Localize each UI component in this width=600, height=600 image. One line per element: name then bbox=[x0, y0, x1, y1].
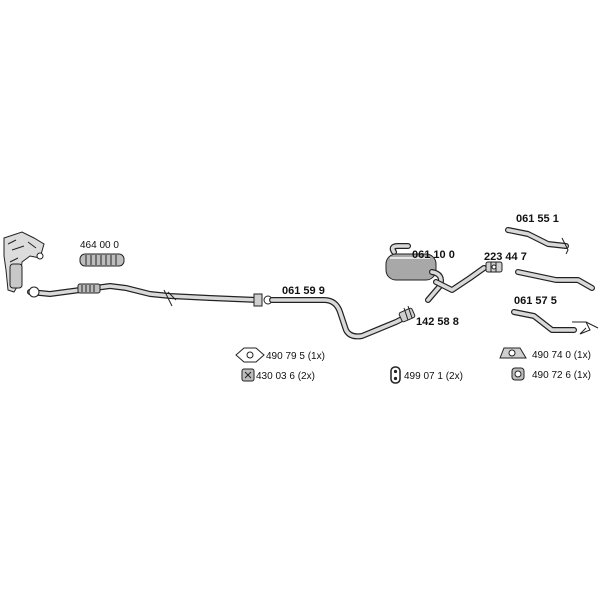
tail-pipe-lower-label: 061 57 5 bbox=[514, 295, 557, 307]
flex-pipe-label: 464 00 0 bbox=[80, 240, 119, 251]
center-pipe-label: 061 59 9 bbox=[282, 285, 325, 297]
clamp-set-icon bbox=[241, 368, 255, 382]
middle-silencer-label: 061 10 0 bbox=[412, 249, 455, 261]
hanger-bracket-icon bbox=[499, 347, 527, 359]
flex-pipe bbox=[79, 253, 125, 267]
gasket-ring-icon bbox=[235, 347, 265, 363]
hanger-clip-label: 490 72 6 (1x) bbox=[532, 370, 591, 381]
tail-pipe-upper bbox=[505, 227, 595, 291]
rear-clamp-label: 223 44 7 bbox=[484, 251, 527, 263]
tail-pipe-lower bbox=[511, 309, 599, 335]
gasket-ring-label: 490 79 5 (1x) bbox=[266, 351, 325, 362]
rubber-mount-icon bbox=[390, 366, 401, 384]
middle-silencer bbox=[385, 243, 487, 303]
connector-sleeve bbox=[398, 305, 416, 323]
center-pipe bbox=[263, 295, 411, 340]
rubber-mount-label: 499 07 1 (2x) bbox=[404, 371, 463, 382]
hanger-bracket-label: 490 74 0 (1x) bbox=[532, 350, 591, 361]
clamp-set-label: 430 03 6 (2x) bbox=[256, 371, 315, 382]
hanger-clip-icon bbox=[511, 367, 525, 381]
catalytic-converter bbox=[3, 231, 45, 293]
rear-clamp bbox=[485, 261, 503, 273]
tail-pipe-upper-label: 061 55 1 bbox=[516, 213, 559, 225]
front-pipe bbox=[27, 283, 263, 307]
connector-sleeve-label: 142 58 8 bbox=[416, 316, 459, 328]
